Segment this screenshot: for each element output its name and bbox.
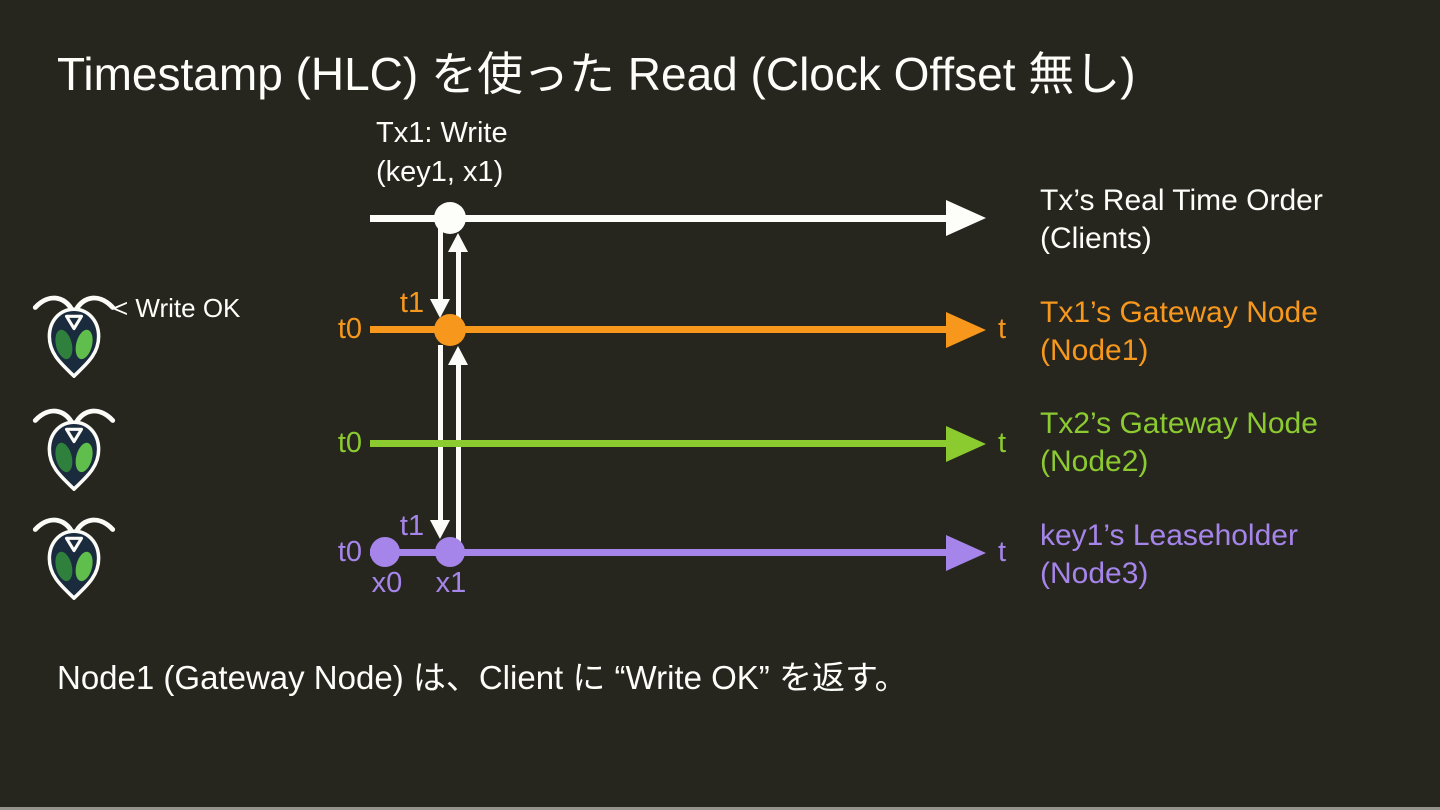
node1-t-axis-label: t [998, 313, 1007, 345]
arrow-shaft [456, 251, 461, 331]
node3-x1-version-dot [435, 537, 465, 567]
cockroach-icon [32, 517, 116, 601]
node3-t0-label: t0 [337, 536, 362, 568]
node3-t1-label: t1 [399, 510, 425, 542]
timeline-label-client-line1: Tx’s Real Time Order [1040, 184, 1323, 217]
timeline-node3-arrowhead-icon [946, 535, 986, 571]
footer-note: Node1 (Gateway Node) は、Client に “Write O… [57, 659, 908, 696]
arrowhead-up-icon [448, 346, 468, 365]
node3-x0-version-dot [370, 537, 400, 567]
timeline-label-node1: Tx1’s Gateway Node (Node1) [1040, 294, 1430, 370]
slide-bottom-edge [0, 807, 1440, 810]
arrowhead-down-icon [430, 299, 450, 318]
timeline-label-node1-line2: (Node1) [1040, 334, 1149, 367]
timeline-client-arrowhead-icon [946, 200, 986, 236]
timeline-label-client-line2: (Clients) [1040, 222, 1152, 255]
tx1-write-line1: Tx1: Write [376, 117, 508, 149]
write-ok-label: < Write OK [113, 293, 241, 323]
timeline-label-node2: Tx2’s Gateway Node (Node2) [1040, 405, 1430, 481]
arrow-shaft [456, 364, 461, 552]
arrow-shaft [438, 345, 443, 522]
cockroachdb-logo-icon-node1 [30, 288, 118, 379]
timeline-client-line [370, 215, 948, 222]
timeline-label-node2-line1: Tx2’s Gateway Node [1040, 407, 1318, 440]
cockroach-icon [32, 408, 116, 492]
node3-x0-label: x0 [371, 567, 403, 599]
client-write-event-dot [434, 202, 466, 234]
node3-t-axis-label: t [998, 536, 1007, 568]
arrow-shaft [438, 228, 443, 302]
timeline-label-node3: key1’s Leaseholder (Node3) [1040, 517, 1430, 593]
timeline-label-node2-line2: (Node2) [1040, 445, 1149, 478]
timeline-node1-arrowhead-icon [946, 312, 986, 348]
timeline-label-node3-line1: key1’s Leaseholder [1040, 519, 1298, 552]
node1-t1-event-dot [434, 314, 466, 346]
timeline-label-client: Tx’s Real Time Order (Clients) [1040, 182, 1430, 258]
node3-x1-label: x1 [435, 567, 467, 599]
tx1-write-annotation: Tx1: Write (key1, x1) [376, 114, 508, 192]
cockroachdb-logo-icon-node2 [30, 401, 118, 492]
arrowhead-up-icon [448, 233, 468, 252]
timeline-node2-arrowhead-icon [946, 426, 986, 462]
cockroach-icon [32, 295, 116, 379]
node1-t1-label: t1 [399, 287, 425, 319]
tx1-write-line2: (key1, x1) [376, 156, 504, 188]
arrowhead-down-icon [430, 520, 450, 539]
node2-t0-label: t0 [337, 427, 362, 459]
slide-title: Timestamp (HLC) を使った Read (Clock Offset … [57, 48, 1136, 100]
timeline-label-node1-line1: Tx1’s Gateway Node [1040, 296, 1318, 329]
cockroachdb-logo-icon-node3 [30, 510, 118, 601]
timeline-node3-line [370, 549, 948, 556]
node1-t0-label: t0 [337, 313, 362, 345]
timeline-node2-line [370, 440, 948, 447]
timeline-node1-line [370, 326, 948, 333]
node2-t-axis-label: t [998, 427, 1007, 459]
timeline-label-node3-line2: (Node3) [1040, 557, 1149, 590]
